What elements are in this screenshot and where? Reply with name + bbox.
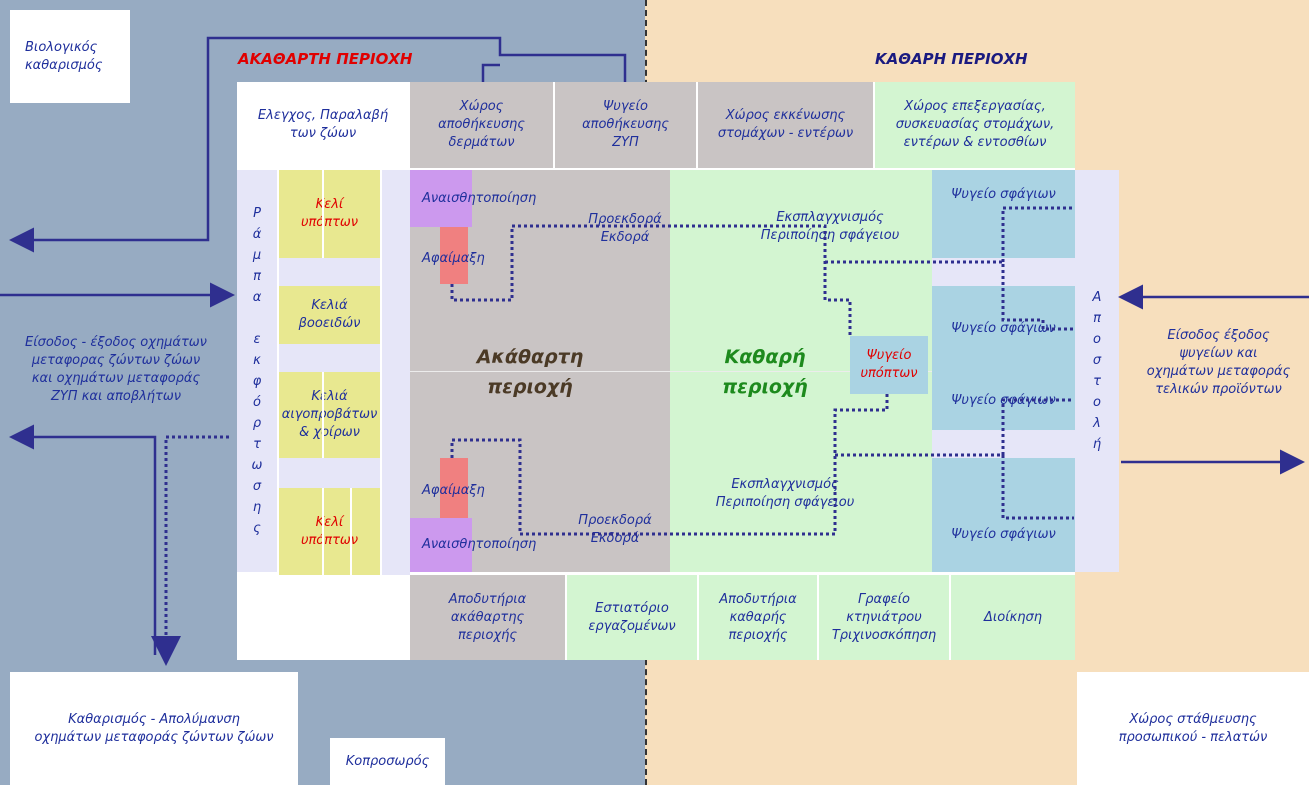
pen-to-wash-path <box>151 435 229 666</box>
fridge3-inner-path <box>1001 398 1074 455</box>
evisceration-label-top: Εκσπλαγχνισμός Περιποίηση σφάγειου <box>760 210 900 243</box>
vehicle-exit-line <box>9 424 157 655</box>
pen-dividers <box>322 170 324 258</box>
bleeding-rail-bottom <box>440 458 468 518</box>
bio-treatment-box: Βιολογικός καθαρισμός <box>10 10 130 103</box>
canteen: Εστιατόριο εργαζομένων <box>567 575 697 660</box>
pen-dividers <box>322 372 324 458</box>
sheep-pig-pens: Κελιά αιγοπροβάτων & χοίρων <box>279 372 380 458</box>
reception-connector <box>481 63 500 82</box>
parking-box: Χώρος στάθμευσης προσωπικού - πελατών <box>1077 672 1309 785</box>
hides-storage: Χώρος αποθήκευσης δερμάτων <box>410 82 553 168</box>
pen-dividers <box>322 488 324 575</box>
bottom-line-path <box>450 394 889 536</box>
fridge-vehicle-entry-label: Είσοδος έξοδος ψυγείων και οχημάτων μετα… <box>1146 328 1291 397</box>
top-line-path <box>450 224 852 338</box>
unloading-ramp: Ρ ά μ π α ε κ φ ό ρ τ ω σ η ς <box>237 170 277 572</box>
manure-box: Κοπροσωρός <box>330 738 445 785</box>
dispatch-column: Α π ο σ τ ο λ ή <box>1075 170 1119 572</box>
dirty-area-label: Ακάθαρτη περιοχή <box>476 346 584 398</box>
cattle-pens: Κελιά βοοειδών <box>279 286 380 344</box>
hall-divider-line <box>410 371 932 372</box>
abp-storage-fridge: Ψυγείο αποθήκευσης ΖΥΠ <box>555 82 696 168</box>
suspect-pen-top: Κελί υπόπτων <box>279 170 380 258</box>
fridge1-inner-path <box>1001 206 1074 262</box>
clean-zone-title: ΚΑΘΑΡΗ ΠΕΡΙΟΧΗ <box>875 50 1028 68</box>
dirty-changing-room: Αποδυτήρια ακάθαρτης περιοχής <box>410 575 565 660</box>
skinning-label-top: Προεκδορά Εκδορά <box>588 212 662 245</box>
bleeding-label-bottom: Αφαίμαξη <box>422 483 485 498</box>
waste-to-bio-line <box>9 36 627 253</box>
evisceration-label-bottom: Εκσπλαγχνισμός Περιποίηση σφάγειου <box>715 477 855 510</box>
suspect-fridge: Ψυγείο υπόπτων <box>850 336 928 394</box>
clean-area-label: Καθαρή περιοχή <box>722 346 808 398</box>
bleeding-rail-top <box>440 227 468 284</box>
administration: Διοίκηση <box>951 575 1075 660</box>
reception-room: Ελεγχος, Παραλαβή των ζώων <box>237 82 409 168</box>
solid-flow-arrows <box>0 36 1309 655</box>
dirty-zone-title: ΑΚΑΘΑΡΤΗ ΠΕΡΙΟΧΗ <box>238 50 413 68</box>
pen-dividers <box>350 488 352 575</box>
offal-processing-room: Χώρος επεξεργασίας, συσκευασίας στομάχων… <box>875 82 1075 168</box>
dotted-carcass-paths <box>151 206 1074 666</box>
skinning-label-bottom: Προεκδορά Εκδορά <box>578 513 652 546</box>
clean-changing-room: Αποδυτήρια καθαρής περιοχής <box>699 575 817 660</box>
bleeding-label-top: Αφαίμαξη <box>422 251 485 266</box>
bottom-to-fridge-path <box>835 453 1074 520</box>
top-to-fridge-path <box>825 260 1074 331</box>
stomach-emptying-room: Χώρος εκκένωσης στομάχων - εντέρων <box>698 82 873 168</box>
corridor <box>382 170 410 575</box>
vehicle-entry-label: Είσοδος - έξοδος οχημάτων μεταφορας ζώντ… <box>25 335 207 404</box>
vet-office: Γραφείο κτηνιάτρου Τριχινοσκόπηση <box>819 575 949 660</box>
vehicle-wash-box: Καθαρισμός - Απολύμανση οχημάτων μεταφορ… <box>10 672 298 785</box>
